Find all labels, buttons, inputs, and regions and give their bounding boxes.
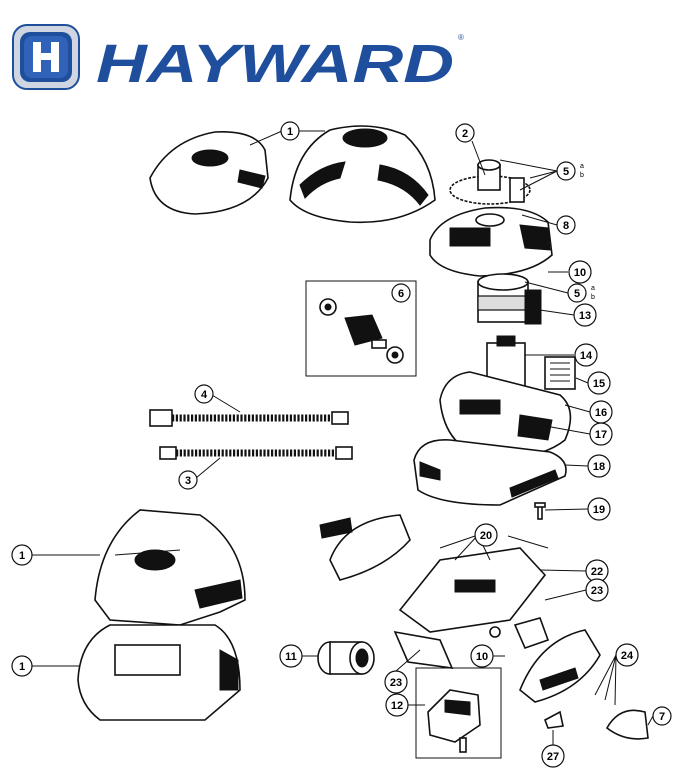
- svg-text:b: b: [580, 172, 584, 179]
- svg-text:20: 20: [480, 530, 492, 542]
- part-drive-hub: [319, 298, 404, 364]
- svg-text:b: b: [591, 294, 595, 301]
- callout-20: 20: [474, 523, 498, 547]
- svg-text:15: 15: [593, 378, 605, 390]
- callout-8: 8: [556, 215, 576, 235]
- part-top-cover-body: [289, 125, 436, 224]
- detail-box-part-12: [415, 667, 502, 759]
- svg-text:10: 10: [574, 267, 586, 279]
- callout-17: 17: [589, 422, 613, 446]
- callout-7: 7: [652, 706, 672, 726]
- svg-text:11: 11: [285, 651, 297, 663]
- callout-23: 23: [585, 578, 609, 602]
- svg-text:17: 17: [595, 429, 607, 441]
- svg-text:a: a: [580, 163, 584, 170]
- svg-text:23: 23: [591, 585, 603, 597]
- part-filter-grid: [544, 356, 576, 390]
- callout-1: 1: [11, 544, 33, 566]
- callout-6: 6: [391, 283, 411, 303]
- svg-text:18: 18: [593, 461, 605, 473]
- svg-text:7: 7: [659, 711, 665, 723]
- svg-text:5: 5: [563, 166, 569, 178]
- part-drive-gear: [449, 159, 531, 205]
- svg-text:1: 1: [287, 126, 293, 138]
- svg-text:24: 24: [621, 650, 634, 662]
- svg-text:19: 19: [593, 504, 605, 516]
- part-clip: [544, 710, 564, 729]
- svg-text:22: 22: [591, 566, 603, 578]
- detail-box-part-6: [305, 280, 417, 377]
- part-hose-long: [149, 409, 349, 427]
- registered-mark: ®: [458, 33, 464, 42]
- part-end-cap: [605, 709, 649, 740]
- callout-23: 23: [384, 670, 408, 694]
- callout-24: 24: [615, 643, 639, 667]
- svg-text:12: 12: [391, 700, 403, 712]
- svg-text:8: 8: [563, 220, 569, 232]
- callout-22: 22: [585, 559, 609, 583]
- callout-11: 11: [279, 644, 303, 668]
- svg-text:14: 14: [580, 350, 593, 362]
- part-axle-pin: [507, 535, 549, 549]
- svg-text:4: 4: [201, 389, 208, 401]
- callout-18: 18: [587, 454, 611, 478]
- part-hose-adapter: [317, 641, 375, 675]
- part-pivot: [513, 617, 550, 649]
- brand-wordmark: HAYWARD: [96, 34, 454, 94]
- svg-text:1: 1: [19, 661, 25, 673]
- part-motor-cover: [429, 206, 553, 277]
- callout-1: 1: [11, 655, 33, 677]
- part-base-tray: [413, 439, 567, 506]
- svg-text:2: 2: [462, 128, 468, 140]
- callout-13: 13: [573, 303, 597, 327]
- svg-text:10: 10: [476, 651, 488, 663]
- part-screw: [534, 502, 546, 520]
- svg-text:a: a: [591, 285, 595, 292]
- callout-16: 16: [589, 400, 613, 424]
- part-motor-assembly: [477, 273, 542, 325]
- svg-text:16: 16: [595, 407, 607, 419]
- callout-2: 2: [455, 123, 475, 143]
- callout-27: 27: [541, 744, 565, 768]
- part-lower-frame: [398, 547, 547, 638]
- callout-5: 5 a b: [567, 283, 595, 303]
- svg-text:3: 3: [185, 475, 191, 487]
- svg-text:23: 23: [390, 677, 402, 689]
- brand-logo: HAYWARD ®: [12, 24, 464, 94]
- callout-10: 10: [470, 644, 494, 668]
- callout-1: 1: [280, 121, 300, 141]
- part-assembled-base: [77, 624, 241, 721]
- svg-text:1: 1: [19, 550, 25, 562]
- callout-19: 19: [587, 497, 611, 521]
- callout-14: 14: [574, 343, 598, 367]
- svg-text:6: 6: [398, 288, 404, 300]
- part-top-cover-cap: [149, 131, 269, 215]
- svg-text:5: 5: [574, 288, 580, 300]
- svg-text:13: 13: [579, 310, 591, 322]
- callout-10: 10: [568, 260, 592, 284]
- svg-text:27: 27: [547, 751, 559, 763]
- part-flap: [393, 630, 454, 669]
- part-side-bracket-right: [519, 629, 601, 703]
- leader-lines: [32, 130, 654, 745]
- callout-12: 12: [385, 693, 409, 717]
- h-badge-icon: [12, 24, 80, 90]
- part-side-bracket-left: [319, 514, 411, 581]
- part-middle-body: [439, 371, 572, 459]
- callout-15: 15: [587, 371, 611, 395]
- callout-3: 3: [178, 470, 198, 490]
- part-float-assembly: [427, 689, 481, 753]
- callout-4: 4: [194, 384, 214, 404]
- part-assembled-top-cover: [94, 509, 246, 626]
- part-hose-short: [159, 446, 353, 460]
- callout-5: 5 a b: [556, 161, 584, 181]
